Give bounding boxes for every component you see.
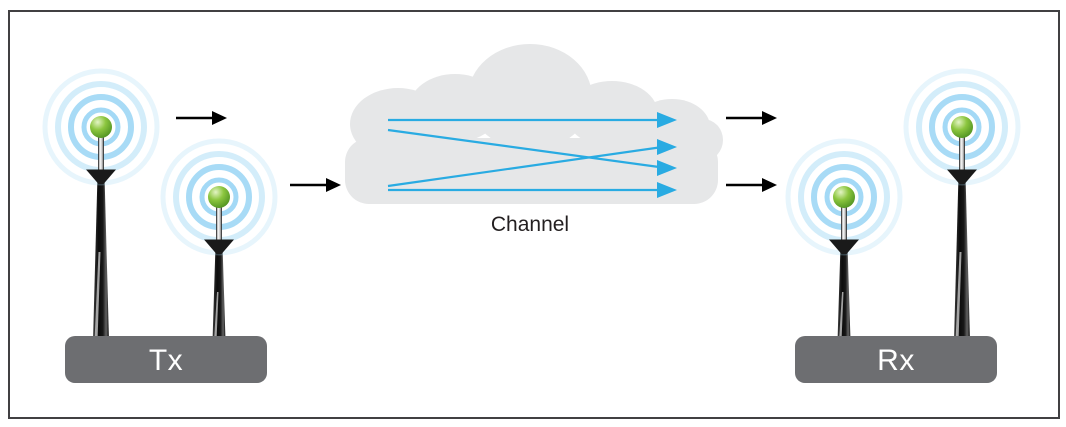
signal-arrowhead-icon	[657, 182, 677, 198]
rx-box	[795, 336, 997, 383]
arrow-channel-to-rx-1-icon	[724, 109, 779, 127]
signal-path-cross-down	[387, 128, 660, 169]
arrow-tx-to-channel-1-icon	[174, 109, 229, 127]
diagram-frame	[8, 10, 1060, 419]
tx-label: Tx	[149, 344, 183, 377]
rx-antenna-1-icon	[788, 141, 900, 341]
arrow-tx-to-channel-2-icon	[288, 176, 343, 194]
signal-arrowhead-icon	[657, 139, 677, 155]
transmitter-group: Tx	[45, 71, 275, 383]
receiver-group: Rx	[788, 71, 1018, 383]
signal-arrowhead-icon	[657, 160, 677, 176]
signal-path-cross-up	[387, 146, 660, 188]
tx-antenna-2-icon	[163, 141, 275, 341]
tx-box	[65, 336, 267, 383]
channel-label: Channel	[491, 213, 569, 236]
rx-antenna-2-icon	[906, 71, 1018, 341]
channel-cloud-icon	[345, 44, 723, 204]
signal-arrowhead-icon	[657, 112, 677, 128]
tx-antenna-1-icon	[45, 71, 157, 341]
arrow-channel-to-rx-2-icon	[724, 176, 779, 194]
channel-signal-paths	[387, 112, 677, 198]
rx-label: Rx	[877, 344, 915, 377]
